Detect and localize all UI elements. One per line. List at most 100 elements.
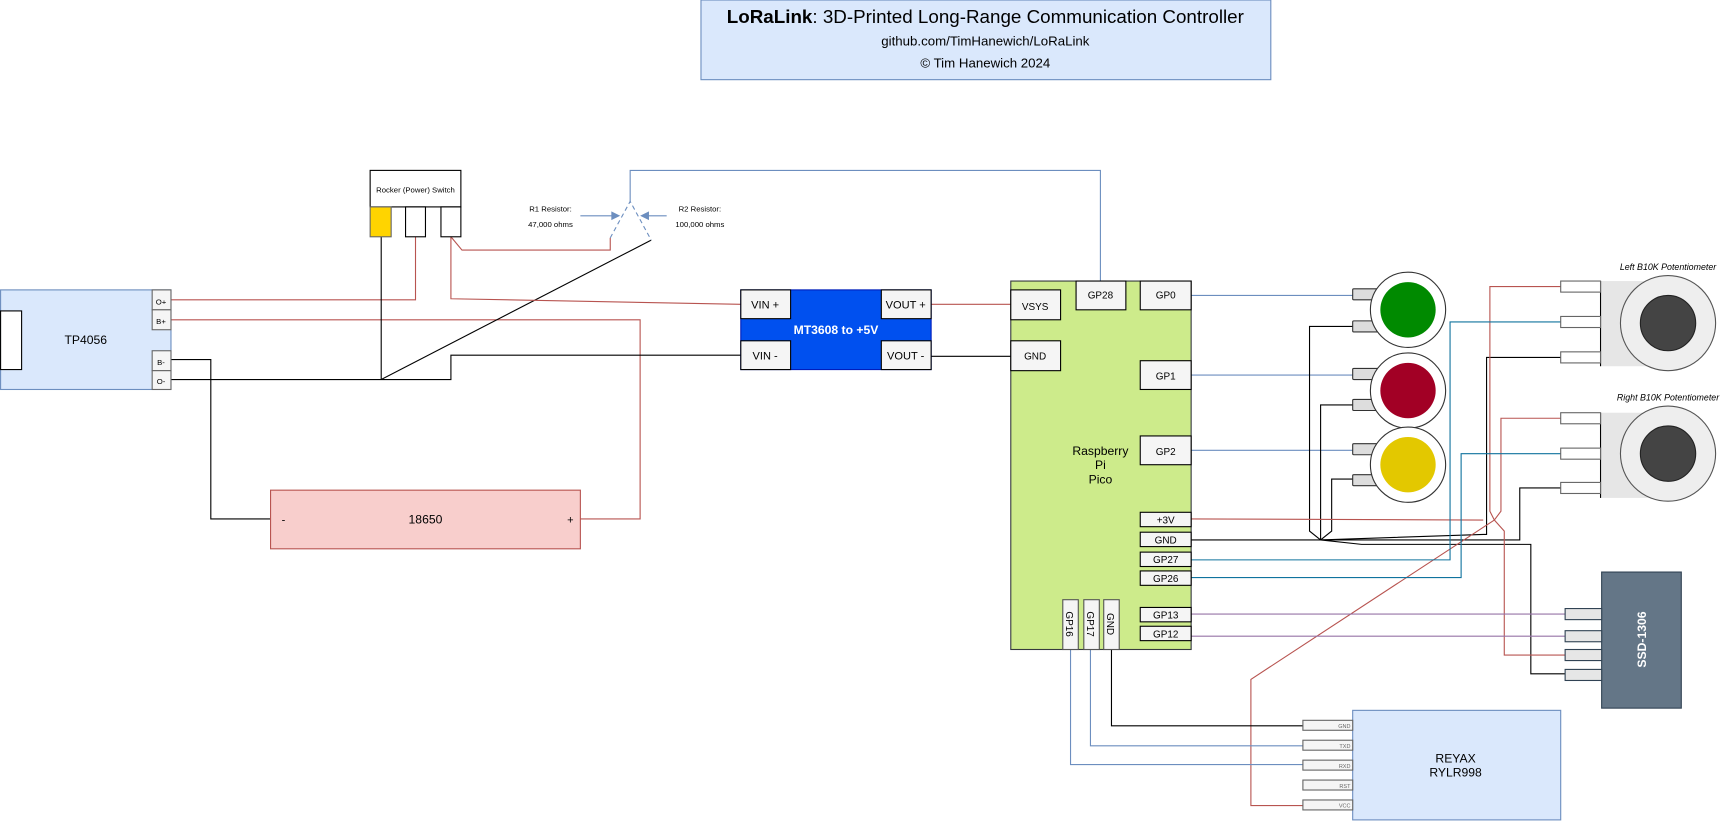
- pico-label-3: Pico: [1089, 473, 1113, 487]
- pico-pin-gp17: GP17: [1083, 599, 1100, 651]
- pico-pin-gnd-left: GND: [1010, 340, 1062, 372]
- title-text: LoRaLink: 3D-Printed Long-Range Communic…: [727, 6, 1244, 27]
- wire-tp4056-out-plus: [170, 236, 417, 301]
- switch-label: Rocker (Power) Switch: [376, 186, 455, 195]
- boost-pin-vout-plus: VOUT +: [880, 289, 932, 320]
- boost-pin-vout-minus: VOUT -: [880, 340, 932, 371]
- resistor-labels: R1 Resistor: 47,000 ohms R2 Resistor: 10…: [528, 204, 724, 228]
- pico-pin-gp26: GP26: [1139, 570, 1192, 586]
- pico-pin-3v: +3V: [1139, 511, 1192, 528]
- wire-tp4056-batt-plus: [170, 319, 641, 520]
- battery-18650: - 18650 +: [270, 489, 581, 550]
- wire-gp17-lora: [1089, 649, 1303, 747]
- svg-text:RST: RST: [1339, 784, 1351, 790]
- lora-label-2: RYLR998: [1429, 766, 1482, 780]
- svg-text:VSYS: VSYS: [1022, 302, 1049, 313]
- pico-pin-vsys: VSYS: [1010, 289, 1062, 321]
- tp4056-pin-bminus: B-: [151, 350, 172, 372]
- r2-value: 100,000 ohms: [675, 220, 724, 229]
- svg-text:O+: O+: [156, 297, 167, 306]
- red-button: [1352, 352, 1447, 429]
- wire-3v-pot1: [1489, 286, 1561, 521]
- left-pot-knob: [1639, 294, 1697, 352]
- svg-text:VOUT +: VOUT +: [886, 300, 926, 312]
- pico-pin-gp13: GP13: [1139, 606, 1192, 623]
- wire-pico-gnd-bus: [1191, 356, 1561, 541]
- wire-3v-lora: [1250, 519, 1495, 807]
- green-button-cap: [1380, 282, 1436, 338]
- r1-value: 47,000 ohms: [528, 220, 573, 229]
- wire-gnd-pot2: [1320, 487, 1561, 541]
- svg-text:VCC: VCC: [1339, 804, 1351, 810]
- ssd1306-display: SSD-1306: [1564, 571, 1682, 709]
- pico-pin-gnd-bottom: GND: [1103, 599, 1120, 651]
- pico-pin-gp1: GP1: [1139, 360, 1192, 391]
- pico-label-2: Pi: [1095, 458, 1106, 472]
- r2-name: R2 Resistor:: [679, 204, 722, 213]
- svg-text:GP16: GP16: [1063, 611, 1074, 637]
- yellow-button-cap: [1380, 437, 1436, 493]
- svg-text:GP0: GP0: [1156, 291, 1176, 302]
- usb-port: [0, 310, 23, 371]
- svg-text:GP28: GP28: [1088, 291, 1114, 302]
- pico-pin-gp2: GP2: [1139, 435, 1192, 466]
- boost-pin-vin-minus: VIN -: [740, 340, 792, 371]
- right-pot-knob: [1639, 425, 1697, 482]
- red-button-cap: [1380, 362, 1436, 419]
- svg-text:GP26: GP26: [1153, 574, 1179, 585]
- r1-name: R1 Resistor:: [529, 204, 572, 213]
- svg-text:GP17: GP17: [1084, 611, 1095, 637]
- wire-gp16-lora: [1069, 649, 1303, 766]
- reyax-lora-module: REYAX RYLR998 GND TXD RXD RST VCC: [1302, 709, 1562, 821]
- tp4056-label: TP4056: [64, 333, 107, 347]
- wire-3v-pot2: [1493, 417, 1561, 521]
- switch-terminal-1: [369, 206, 392, 238]
- wire-gp26-pot2: [1191, 453, 1561, 579]
- right-pot-label: Right B10K Potentiometer: [1617, 393, 1720, 403]
- svg-text:VIN +: VIN +: [751, 300, 779, 312]
- lora-pin-txd: TXD: [1302, 739, 1354, 751]
- svg-text:RXD: RXD: [1339, 764, 1351, 770]
- buttons: [1352, 271, 1447, 503]
- svg-text:TXD: TXD: [1339, 744, 1350, 750]
- lora-pin-gnd: GND: [1302, 719, 1354, 731]
- wire-gnd-lora: [1110, 649, 1303, 727]
- wire-ground-r2: [380, 239, 652, 381]
- lora-pin-rxd: RXD: [1302, 759, 1354, 771]
- lora-pin-vcc: VCC: [1302, 799, 1354, 811]
- tp4056-pin-ominus: O-: [151, 370, 172, 391]
- svg-text:O-: O-: [157, 377, 166, 386]
- pico-pin-gnd-right: GND: [1139, 531, 1192, 548]
- wire-gnd-display: [1320, 539, 1567, 675]
- wire-3v-display: [1493, 519, 1567, 656]
- pico-label-1: Raspberry: [1072, 444, 1129, 458]
- pico-pin-gp28: GP28: [1075, 280, 1127, 311]
- svg-text:GP13: GP13: [1153, 611, 1179, 622]
- wire-switch-vin: [450, 236, 741, 305]
- svg-text:GND: GND: [1155, 535, 1177, 546]
- wire-gp27-pot1: [1191, 321, 1561, 561]
- battery-plus: +: [567, 514, 573, 526]
- repo-url: github.com/TimHanewich/LoRaLink: [881, 33, 1090, 48]
- battery-label: 18650: [409, 512, 443, 526]
- wire-button3-gnd: [1320, 478, 1353, 541]
- svg-text:GND: GND: [1338, 724, 1350, 730]
- mt3608-boost-converter: MT3608 to +5V VIN + VIN - VOUT + VOUT -: [740, 289, 932, 371]
- tp4056-pin-oplus: O+: [151, 289, 172, 311]
- tp4056-pin-bplus: B+: [151, 309, 172, 331]
- left-pot-label: Left B10K Potentiometer: [1620, 262, 1717, 272]
- battery-minus: -: [282, 514, 286, 526]
- tp4056-module: TP4056 O+ B+ B- O-: [0, 289, 172, 391]
- svg-text:GP12: GP12: [1153, 629, 1179, 640]
- switch-terminal-3: [440, 206, 462, 238]
- resistor-divider: [609, 200, 652, 241]
- svg-text:VOUT -: VOUT -: [887, 351, 925, 363]
- green-button: [1352, 271, 1447, 348]
- svg-text:GP27: GP27: [1153, 555, 1179, 566]
- svg-text:B-: B-: [157, 358, 165, 367]
- wire-tp4056-out-minus: [170, 354, 741, 381]
- lora-pin-rst: RST: [1302, 779, 1354, 791]
- svg-text:VIN -: VIN -: [753, 351, 778, 363]
- svg-text:GP1: GP1: [1156, 372, 1176, 383]
